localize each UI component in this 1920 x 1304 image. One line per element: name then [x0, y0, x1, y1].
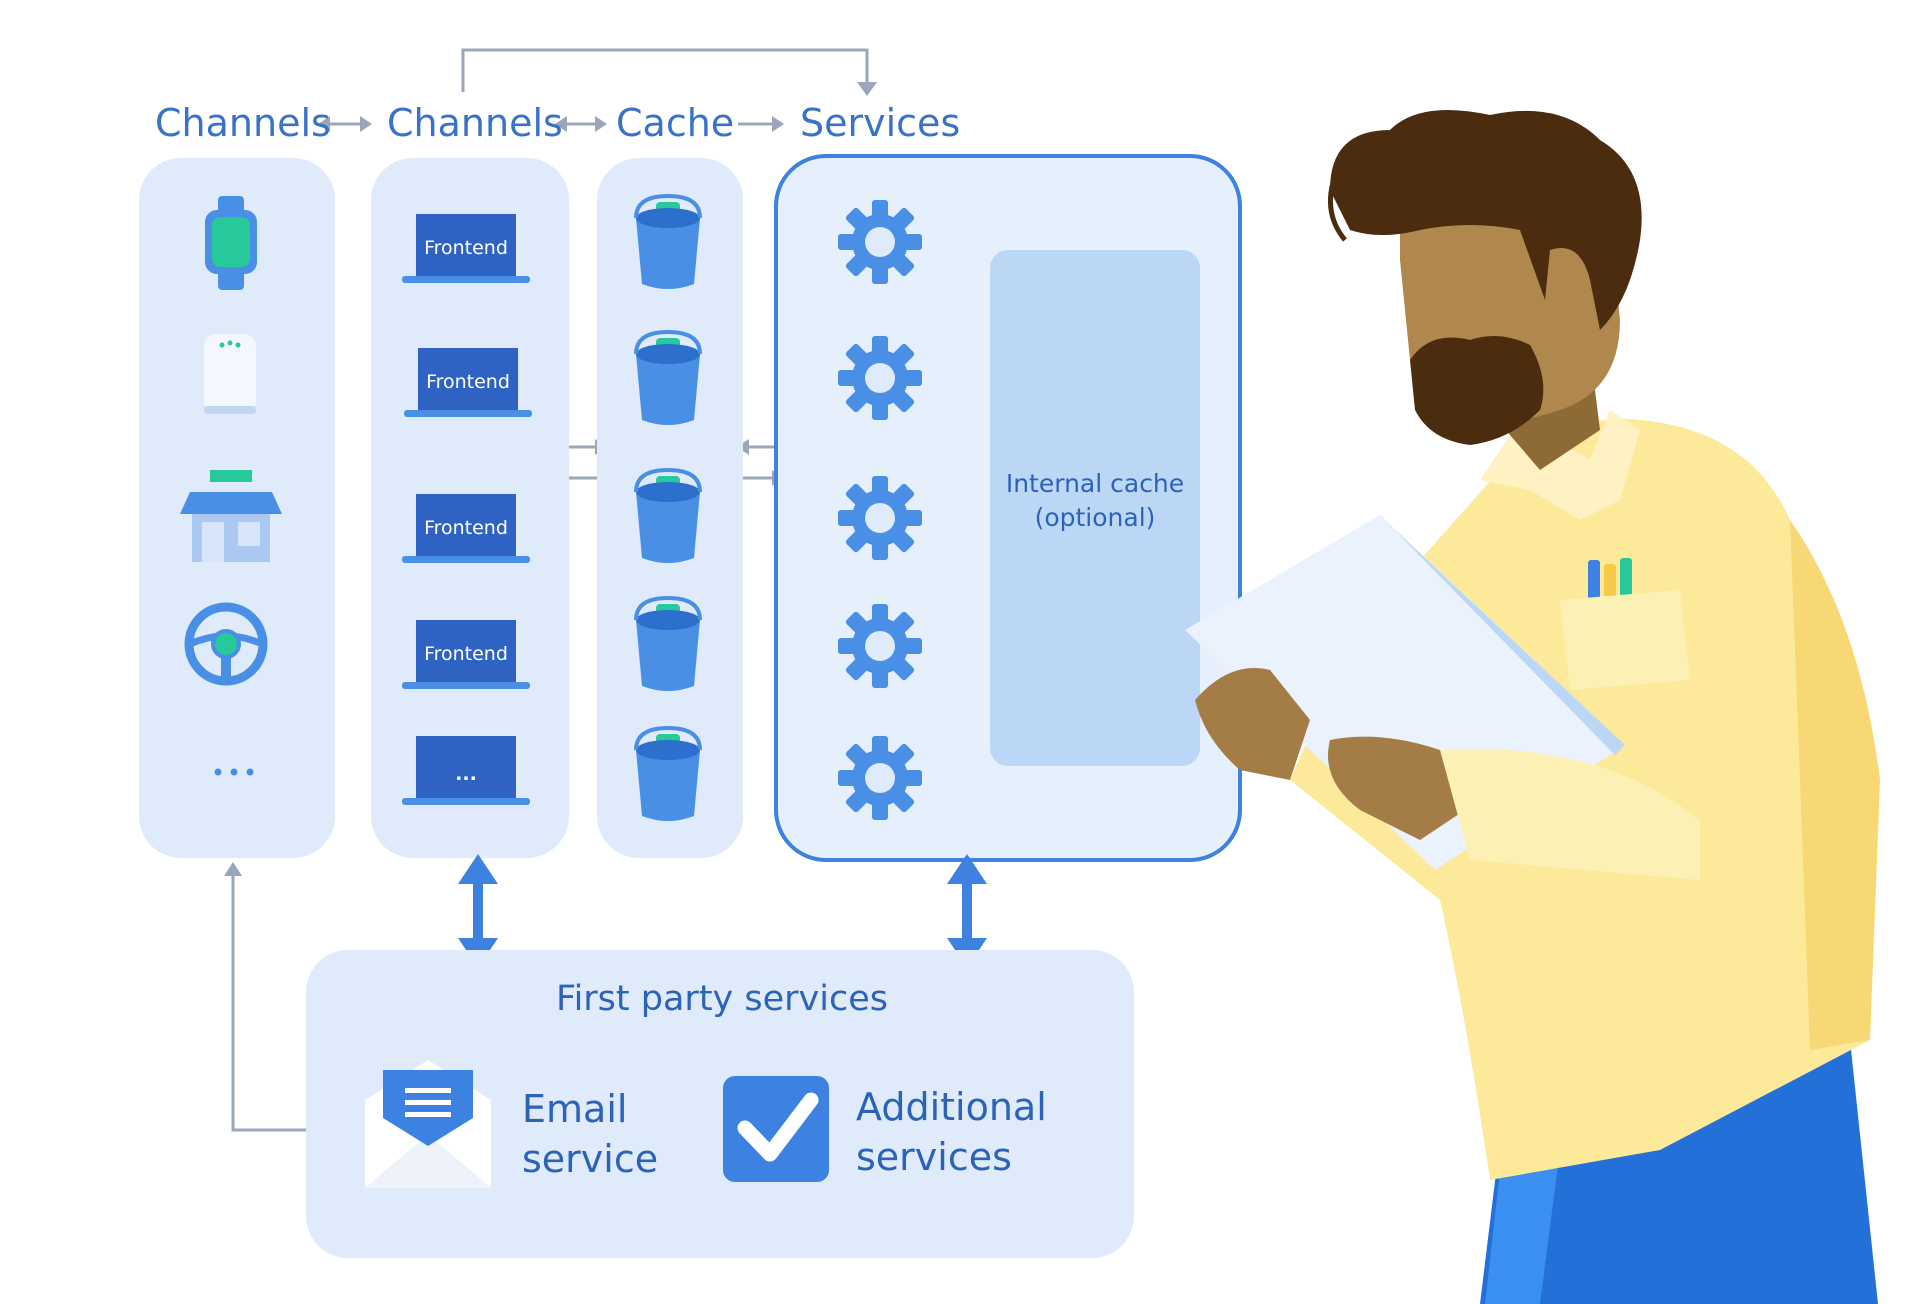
ellipsis-icon	[214, 768, 254, 776]
first-party-services-panel	[306, 950, 1134, 1258]
header-services: Services	[800, 101, 960, 145]
first-party-services-title: First party services	[556, 979, 888, 1019]
gear-icon	[838, 604, 922, 688]
header-channels-devices: Channels	[155, 101, 331, 145]
gear-icon	[838, 200, 922, 284]
email-service-label: Email	[522, 1087, 627, 1131]
email-service-label-2: service	[522, 1137, 658, 1181]
frontend-label: Frontend	[424, 643, 508, 665]
frontend-label: Frontend	[426, 371, 510, 393]
additional-services-label: Additional	[856, 1085, 1047, 1129]
frontend-more-label: ...	[455, 763, 477, 785]
person-illustration	[1185, 110, 1880, 1304]
steering-wheel-icon	[184, 602, 268, 686]
internal-cache-label: Internal cache	[1006, 469, 1184, 498]
gear-icon	[838, 336, 922, 420]
gear-icon	[838, 476, 922, 560]
header-channels-frontends: Channels	[387, 101, 563, 145]
header-cache: Cache	[616, 101, 734, 145]
frontend-label: Frontend	[424, 237, 508, 259]
internal-cache-box	[990, 250, 1200, 766]
checkbox-icon	[723, 1076, 829, 1182]
smartwatch-icon	[205, 196, 257, 290]
additional-services-label-2: services	[856, 1135, 1012, 1179]
storefront-icon	[180, 470, 282, 562]
internal-cache-optional-label: (optional)	[1035, 503, 1156, 532]
smart-speaker-icon	[204, 334, 256, 414]
gear-icon	[838, 736, 922, 820]
frontend-label: Frontend	[424, 517, 508, 539]
envelope-icon	[365, 1060, 491, 1188]
